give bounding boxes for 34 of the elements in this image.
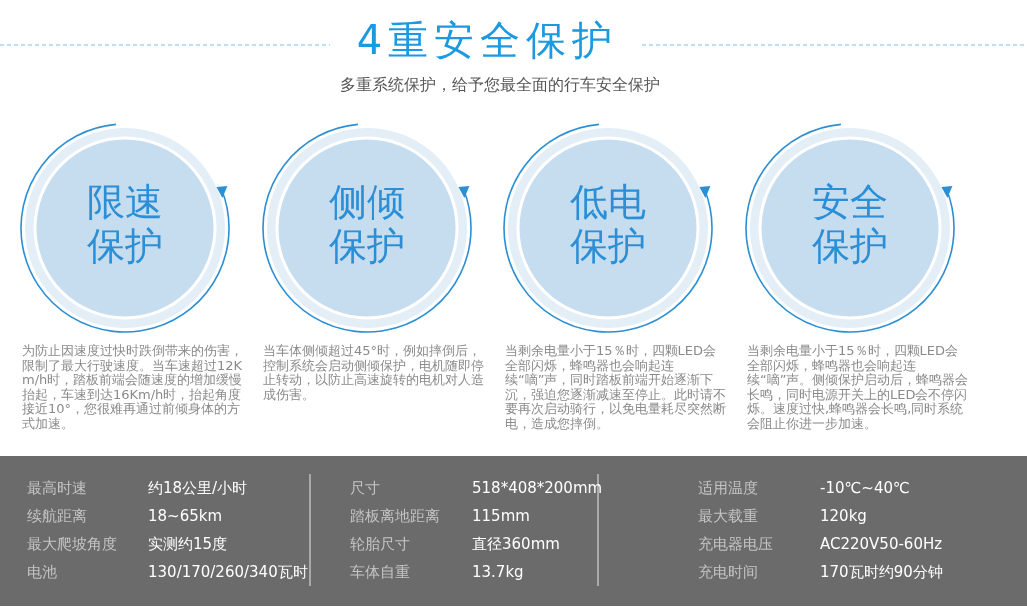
- spec-name: 车体自重: [350, 562, 410, 582]
- spec-name: 最高时速: [27, 478, 87, 498]
- spec-value: 518*408*200mm: [472, 478, 603, 498]
- circle-title: 安全保护: [811, 180, 889, 268]
- spec-value: 130/170/260/340瓦时: [148, 562, 308, 582]
- spec-value: 120kg: [820, 506, 867, 526]
- spec-name: 轮胎尺寸: [350, 534, 410, 554]
- spec-value: 13.7kg: [472, 562, 524, 582]
- circle-title: 低电保护: [569, 180, 647, 268]
- spec-name: 充电器电压: [698, 534, 773, 554]
- description-text: 当车体侧倾超过45°时，例如摔倒后，控制系统会启动侧倾保护，电机随即停止转动，以防止高速旋转的电机对人造成伤害。: [263, 344, 485, 402]
- title: 4重安全保护: [355, 16, 620, 65]
- circle-title: 侧倾保护: [328, 180, 406, 268]
- subtitle: 多重系统保护，给予您最全面的行车安全保护: [339, 74, 661, 96]
- description-text: 当剩余电量小于15％时，四颗LED会全部闪烁，蜂鸣器也会响起连续“嘀”声。侧倾保护启动后，蜂鸣器会长鸣，同时电源开关上的LED会不停闪烁。速度过快,蜂鸣器会长鸣,同时系统会阻止你进一步加速。: [747, 344, 969, 431]
- description-text: 当剩余电量小于15％时，四颗LED会全部闪烁，蜂鸣器也会响起连续“嘀”声，同时踏板前端开始逐渐下沉，强迫您逐渐减速至停止。此时请不要再次启动骑行，以免电量耗尽突然断电，造成您摔倒。: [505, 344, 727, 431]
- spec-name: 尺寸: [350, 478, 380, 498]
- spec-value: 直径360mm: [472, 534, 560, 554]
- circle-title: 限速保护: [86, 180, 164, 268]
- spec-name: 电池: [27, 562, 57, 582]
- spec-value: -10℃~40℃: [820, 478, 910, 498]
- spec-name: 最大爬坡角度: [27, 534, 117, 554]
- spec-value: 18~65km: [148, 506, 223, 526]
- description-text: 为防止因速度过快时跌倒带来的伤害，限制了最大行驶速度。当车速超过12Km/h时，踏板前端会随速度的增加缓慢抬起，车速到达16Km/h时，抬起角度接近10°，您很难再通过前倾身体的方式加速。: [22, 344, 244, 431]
- spec-name: 充电时间: [698, 562, 758, 582]
- spec-value: 实测约15度: [148, 534, 228, 554]
- spec-value: 170瓦时约90分钟: [820, 562, 943, 582]
- spec-name: 适用温度: [698, 478, 758, 498]
- spec-name: 最大载重: [698, 506, 758, 526]
- spec-value: AC220V50-60Hz: [820, 534, 943, 554]
- spec-name: 续航距离: [27, 506, 87, 526]
- spec-name: 踏板离地距离: [350, 506, 440, 526]
- spec-value: 115mm: [472, 506, 530, 526]
- spec-value: 约18公里/小时: [148, 478, 248, 498]
